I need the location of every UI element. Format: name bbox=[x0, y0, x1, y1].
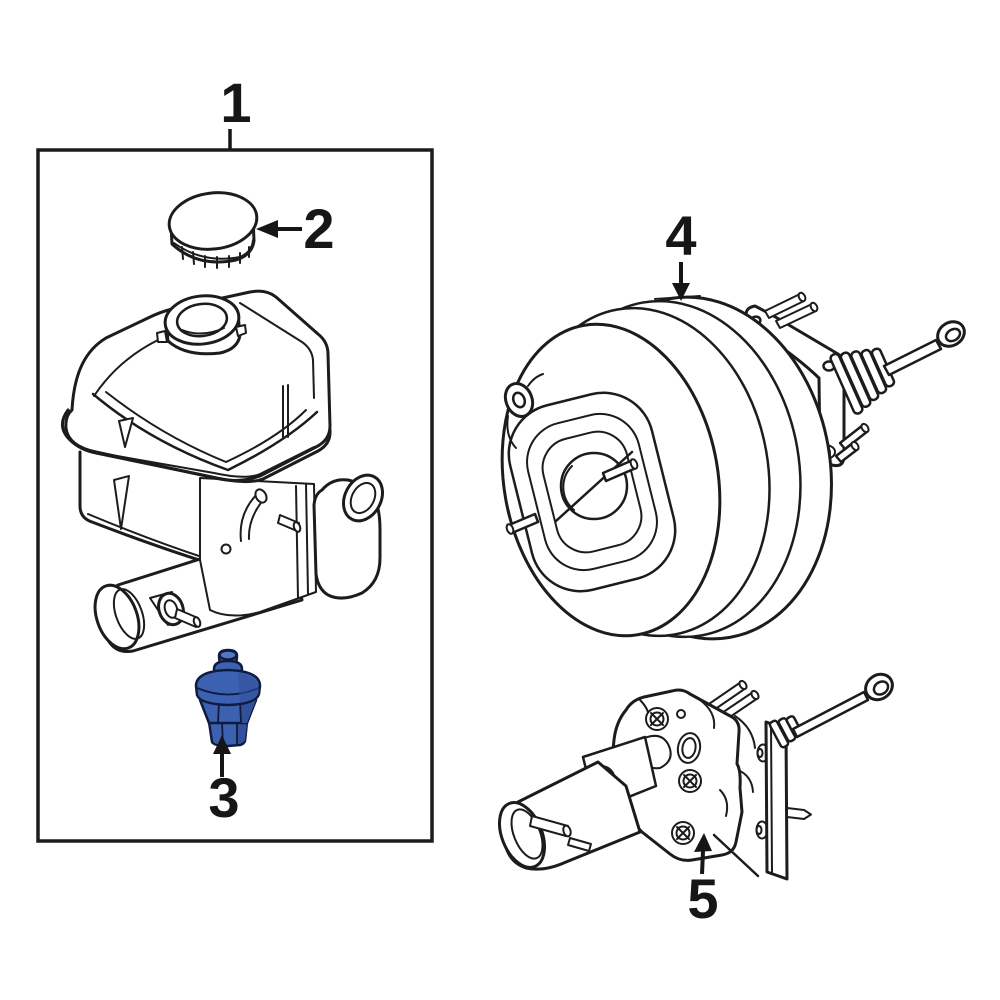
tank-top-crease-left bbox=[93, 339, 159, 397]
sensor-cap-shade bbox=[238, 673, 259, 703]
reservoir-lower-body bbox=[78, 450, 214, 566]
master-cylinder-assembly-group: 1 2 bbox=[36, 71, 434, 843]
flange-outer-lip bbox=[61, 408, 332, 484]
hydroboost-port-bore bbox=[681, 737, 697, 759]
tank-top-face-inset bbox=[105, 391, 307, 463]
plate-ear-top-hole bbox=[756, 748, 764, 758]
tank-molded-triangle-upper bbox=[118, 417, 134, 448]
body-to-plate-edge bbox=[712, 833, 760, 878]
booster-front-contours bbox=[507, 391, 677, 593]
callout-5-arrow-line bbox=[700, 850, 705, 875]
cap-knurl-ribs bbox=[181, 246, 250, 269]
booster-pushrod-assembly bbox=[829, 320, 966, 464]
booster-pushrod bbox=[882, 338, 943, 377]
booster-lower-stud-2-tip bbox=[850, 440, 860, 452]
reservoir-cap-drawing bbox=[167, 191, 259, 269]
booster-mount-stud-left-tip bbox=[505, 523, 515, 535]
fluid-level-sensor-drawing bbox=[194, 648, 262, 748]
callout-3-arrowhead bbox=[213, 735, 231, 754]
hydroboost-rod-eyelet-hole bbox=[872, 680, 890, 696]
tank-side-rib bbox=[282, 384, 289, 439]
neck-opening bbox=[175, 302, 229, 338]
center-block-body bbox=[199, 477, 317, 617]
booster-center-boss bbox=[559, 451, 629, 521]
callout-1: 1 bbox=[220, 71, 252, 149]
reservoir-port-bore bbox=[349, 481, 377, 515]
hydroboost-back-contour-1 bbox=[734, 715, 756, 749]
reservoir-upper-body bbox=[64, 289, 332, 482]
torx-screw-3 bbox=[671, 821, 695, 845]
part-box-outline bbox=[36, 148, 434, 843]
bore-end-inner-ring bbox=[112, 588, 146, 640]
tank-lower-outline bbox=[78, 450, 214, 566]
plate-ear-bottom-hole bbox=[755, 825, 763, 835]
vacuum-booster-drawing: 4 bbox=[500, 204, 966, 641]
booster-ear-leading-arc bbox=[527, 373, 544, 387]
bleeder-pin-1-tip bbox=[192, 616, 202, 628]
reservoir-waist-flange bbox=[61, 408, 332, 484]
booster-center-boss-inner-arc bbox=[562, 465, 575, 511]
outlet-boss-1-hole bbox=[163, 599, 179, 619]
callout-3-label: 3 bbox=[208, 766, 239, 829]
booster-mount-stud-right-tip bbox=[629, 458, 639, 470]
cap-top-face bbox=[167, 191, 259, 251]
block-small-hole bbox=[220, 543, 232, 555]
booster-rod-eyelet bbox=[936, 320, 966, 348]
booster-check-valve-ear bbox=[503, 382, 535, 418]
lever-arm-outer bbox=[239, 493, 258, 542]
tank-lower-crease bbox=[87, 513, 206, 559]
spool-lower-stud bbox=[567, 837, 592, 852]
callout-5: 5 bbox=[687, 833, 719, 930]
sensor-taper-shade bbox=[240, 700, 256, 723]
callout-4: 4 bbox=[665, 204, 697, 301]
neck-thread-line bbox=[181, 327, 225, 335]
neck-tab-right bbox=[235, 324, 247, 337]
torx-screw-2 bbox=[678, 769, 702, 793]
callout-4-arrowhead bbox=[672, 283, 690, 301]
flange-step-line-1 bbox=[295, 485, 299, 599]
neck-tab-left bbox=[156, 330, 168, 343]
callout-1-label: 1 bbox=[220, 71, 251, 134]
callout-5-label: 5 bbox=[687, 867, 718, 930]
booster-face-diagonal bbox=[554, 450, 634, 523]
callout-2: 2 bbox=[256, 197, 335, 260]
spool-rod-tip bbox=[562, 824, 572, 838]
flange-step-line-2 bbox=[305, 483, 309, 595]
master-cylinder-drawing bbox=[61, 289, 384, 653]
booster-ear-trailing-arc bbox=[506, 415, 517, 449]
roll-pin-tip bbox=[292, 521, 302, 533]
torx-screw-1 bbox=[645, 707, 669, 731]
booster-rod-eyelet-hole bbox=[944, 327, 962, 343]
mounting-plate-edge-line bbox=[770, 723, 773, 874]
booster-lower-stud-1-tip bbox=[860, 422, 870, 434]
bracket-stud-2-tip bbox=[809, 301, 819, 313]
callout-2-label: 2 bbox=[303, 197, 334, 260]
callout-3: 3 bbox=[208, 735, 240, 829]
tank-top-crease-right bbox=[239, 302, 315, 399]
hydroboost-top-stud-2-tip bbox=[750, 689, 760, 701]
plate-stud-right bbox=[786, 807, 812, 820]
flange-inner-lip bbox=[75, 443, 315, 478]
tank-molded-triangle-lower bbox=[113, 475, 130, 530]
body-small-hole bbox=[676, 709, 686, 719]
sensor-nipple-top bbox=[218, 649, 238, 661]
bracket-stud-1-tip bbox=[797, 291, 807, 303]
booster-check-valve-hole bbox=[511, 391, 527, 409]
sensor-lower-hex-shade bbox=[237, 722, 247, 744]
callout-2-arrowhead bbox=[256, 220, 278, 238]
body-contour-2 bbox=[699, 699, 716, 729]
callout-5-arrowhead bbox=[694, 833, 712, 852]
body-contour-3 bbox=[719, 789, 729, 817]
hydroboost-top-stud-1-tip bbox=[738, 679, 748, 691]
callout-4-label: 4 bbox=[665, 204, 696, 267]
filler-neck bbox=[156, 294, 247, 356]
lever-arm-tip bbox=[254, 488, 268, 504]
cylinder-center-block bbox=[199, 473, 384, 617]
booster-top-seam bbox=[654, 295, 701, 300]
booster-bellows bbox=[829, 347, 896, 415]
hydroboost-pushrod bbox=[791, 690, 870, 739]
hydroboost-drawing: 5 bbox=[498, 672, 894, 930]
